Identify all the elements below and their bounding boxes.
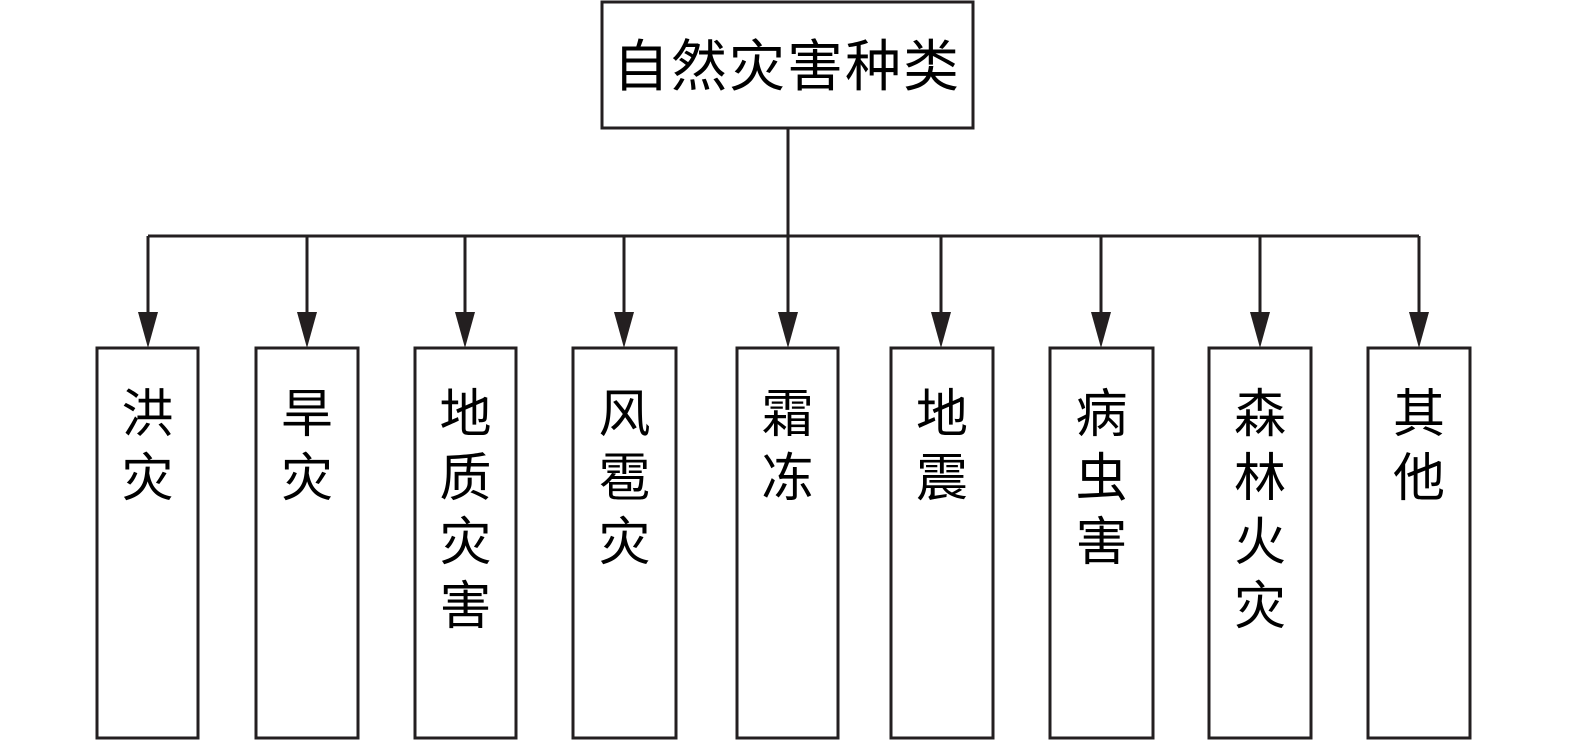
- connectors: [138, 128, 1429, 348]
- category-box: [1207, 346, 1313, 740]
- category-box: [1366, 346, 1472, 740]
- arrowhead-icon: [1091, 312, 1111, 348]
- root-label: 自然灾害种类: [613, 35, 961, 100]
- category-node-forest-fire: 森林火灾: [1207, 346, 1313, 740]
- category-box: [95, 346, 200, 740]
- root-node: 自然灾害种类: [600, 0, 975, 130]
- category-label: 洪灾: [121, 385, 173, 509]
- arrowhead-icon: [455, 312, 475, 348]
- category-box: [889, 346, 995, 740]
- category-box: [1048, 346, 1155, 740]
- category-node-pests: 病虫害: [1048, 346, 1155, 740]
- category-box: [254, 346, 360, 740]
- category-label: 病虫害: [1075, 385, 1127, 573]
- arrowhead-icon: [297, 312, 317, 348]
- category-box: [571, 346, 678, 740]
- category-node-earthquake: 地震: [889, 346, 995, 740]
- root-box: [600, 0, 975, 130]
- category-label: 霜冻: [761, 385, 813, 509]
- category-node-flood: 洪灾: [95, 346, 200, 740]
- arrowhead-icon: [778, 312, 798, 348]
- category-box: [735, 346, 840, 740]
- category-node-drought: 旱灾: [254, 346, 360, 740]
- arrowhead-icon: [931, 312, 951, 348]
- category-node-geological: 地质灾害: [413, 346, 518, 740]
- category-node-other: 其他: [1366, 346, 1472, 740]
- category-node-frost: 霜冻: [735, 346, 840, 740]
- category-label: 其他: [1393, 385, 1445, 509]
- category-label: 森林火灾: [1234, 385, 1286, 637]
- arrowhead-icon: [1250, 312, 1270, 348]
- category-label: 地震: [916, 385, 968, 509]
- arrowhead-icon: [138, 312, 158, 348]
- category-label: 旱灾: [281, 385, 333, 509]
- category-label: 地质灾害: [439, 385, 491, 637]
- category-box: [413, 346, 518, 740]
- category-label: 风雹灾: [598, 385, 650, 573]
- category-node-wind-hail: 风雹灾: [571, 346, 678, 740]
- arrowhead-icon: [1409, 312, 1429, 348]
- arrowhead-icon: [614, 312, 634, 348]
